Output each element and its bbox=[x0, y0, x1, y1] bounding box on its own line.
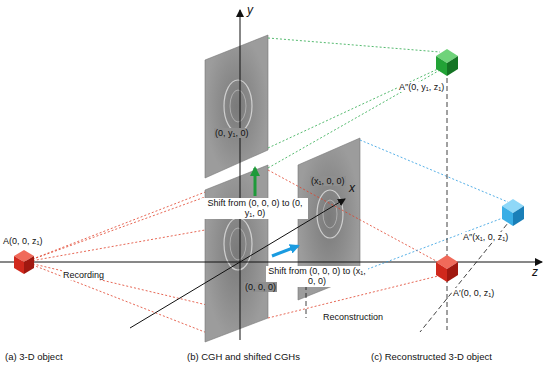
caption-text: (a) 3-D object bbox=[4, 352, 64, 363]
shift-label: Shift from (0, 0, 0) to (x₁, 0, 0) bbox=[266, 266, 368, 287]
object-cube-a bbox=[14, 250, 34, 274]
reconstructed-cube-blue bbox=[502, 199, 524, 226]
coordinate-label: (0, y₁, 0) bbox=[214, 128, 250, 138]
axes bbox=[0, 10, 542, 340]
coordinate-label: (x₁, 0, 0) bbox=[310, 176, 346, 186]
axis-label: x bbox=[348, 182, 356, 196]
process-label: Recording bbox=[62, 270, 105, 280]
cgh-planes bbox=[205, 35, 360, 342]
axis-label: y bbox=[246, 4, 254, 18]
process-label: Reconstruction bbox=[322, 312, 384, 322]
point-label: A′(0, 0, z₁) bbox=[452, 288, 495, 298]
coordinate-label: (0, 0, 0) bbox=[244, 282, 277, 292]
reconstructed-cube-green bbox=[436, 49, 458, 76]
shift-label: Shift from (0, 0, 0) to (0, y₁, 0) bbox=[202, 198, 308, 219]
point-label: A″(0, y₁, z₁) bbox=[398, 82, 445, 92]
caption-text: (b) CGH and shifted CGHs bbox=[186, 352, 301, 363]
point-label: A(0, 0, z₁) bbox=[2, 236, 44, 246]
caption-text: (c) Reconstructed 3-D object bbox=[370, 352, 493, 363]
reconstructed-cube-red bbox=[436, 255, 458, 282]
shift-arrow-y bbox=[254, 168, 257, 196]
shift-arrow-x bbox=[272, 246, 298, 256]
guide-lines bbox=[306, 78, 512, 332]
axis-label: z bbox=[531, 266, 539, 280]
point-label: A″(x₁, 0, z₁) bbox=[462, 232, 509, 242]
